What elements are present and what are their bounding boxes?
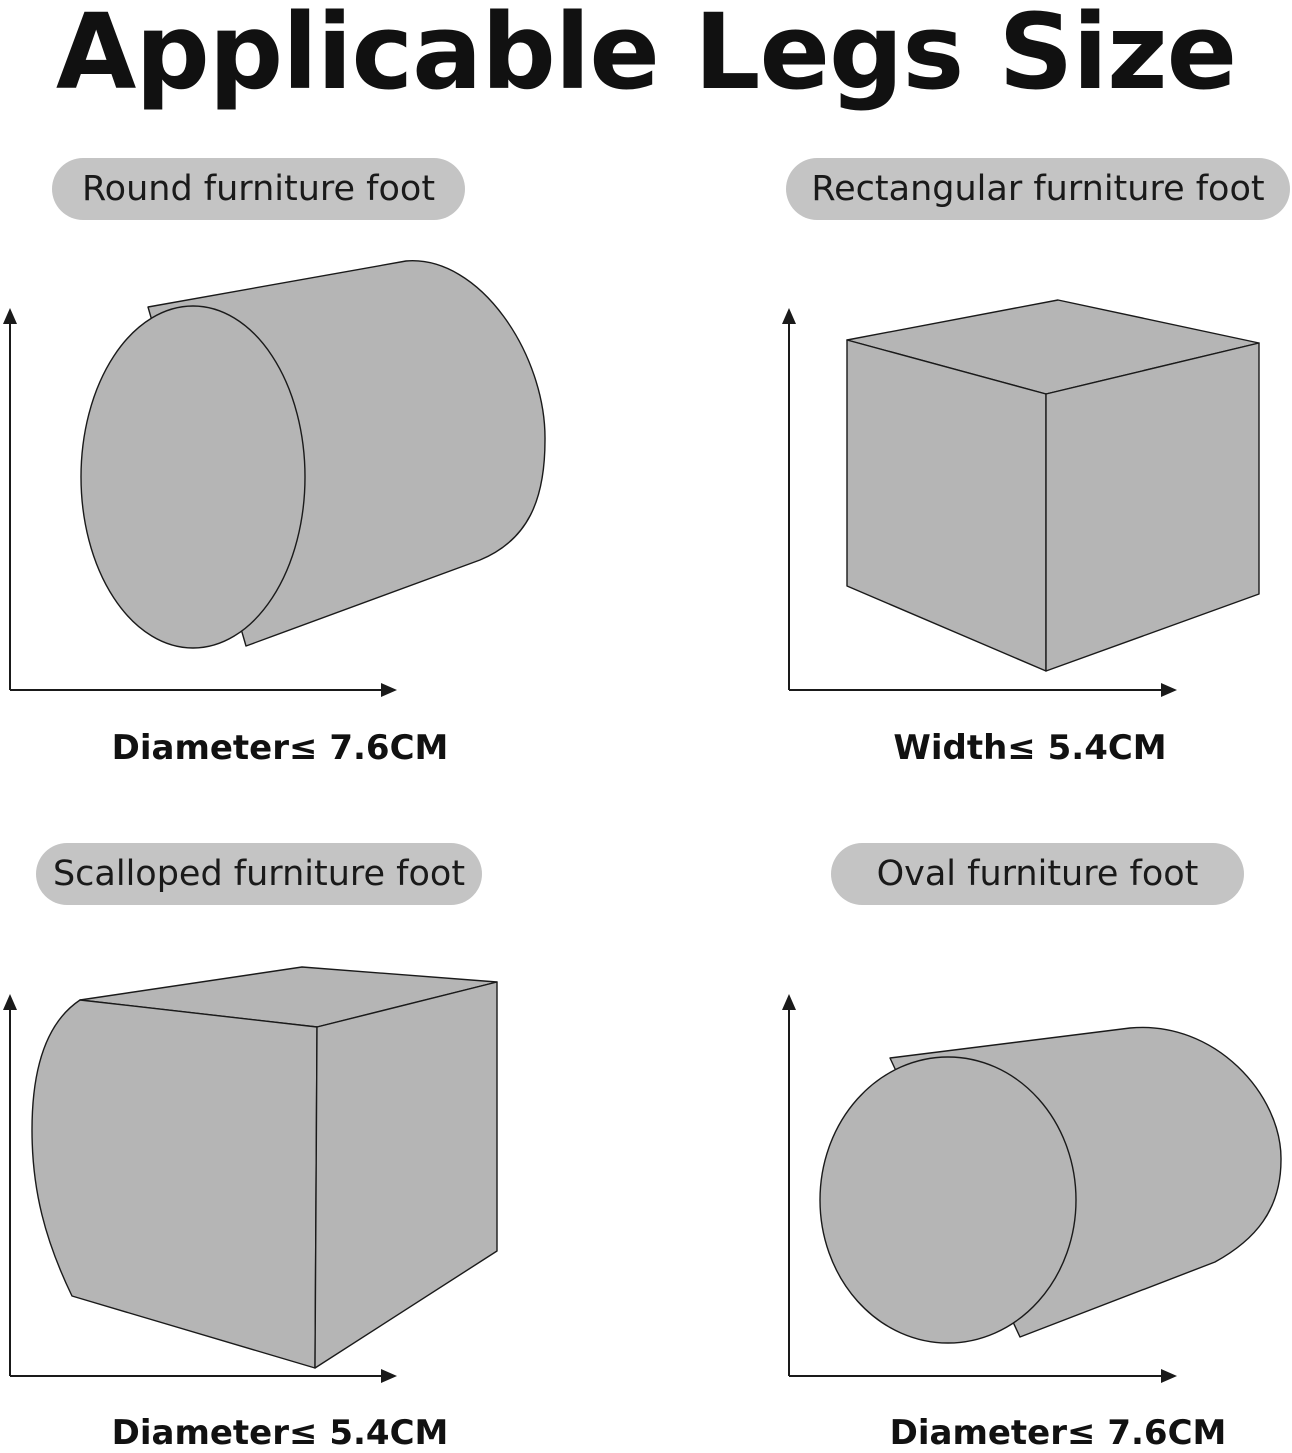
scalloped-block-icon <box>31 966 498 1369</box>
round-foot-label: Round furniture foot <box>52 158 465 220</box>
cube-icon <box>846 299 1260 672</box>
rectangular-foot-label: Rectangular furniture foot <box>786 158 1290 220</box>
scalloped-foot-axes <box>3 994 397 1383</box>
rectangular-foot-axes <box>782 308 1177 697</box>
oval-cylinder-icon <box>819 1026 1282 1344</box>
oval-foot-spec: Diameter≤ 7.6CM <box>889 1413 1227 1453</box>
page-title: Applicable Legs Size <box>55 0 1237 113</box>
oval-foot-axes <box>782 994 1177 1383</box>
round-foot-axes <box>3 308 397 697</box>
scalloped-foot-spec: Diameter≤ 5.4CM <box>111 1413 449 1453</box>
cylinder-icon <box>80 260 546 649</box>
oval-foot-label: Oval furniture foot <box>831 843 1244 905</box>
scalloped-foot-label: Scalloped furniture foot <box>36 843 482 905</box>
rectangular-foot-spec: Width≤ 5.4CM <box>893 728 1167 768</box>
round-foot-spec: Diameter≤ 7.6CM <box>111 728 449 768</box>
